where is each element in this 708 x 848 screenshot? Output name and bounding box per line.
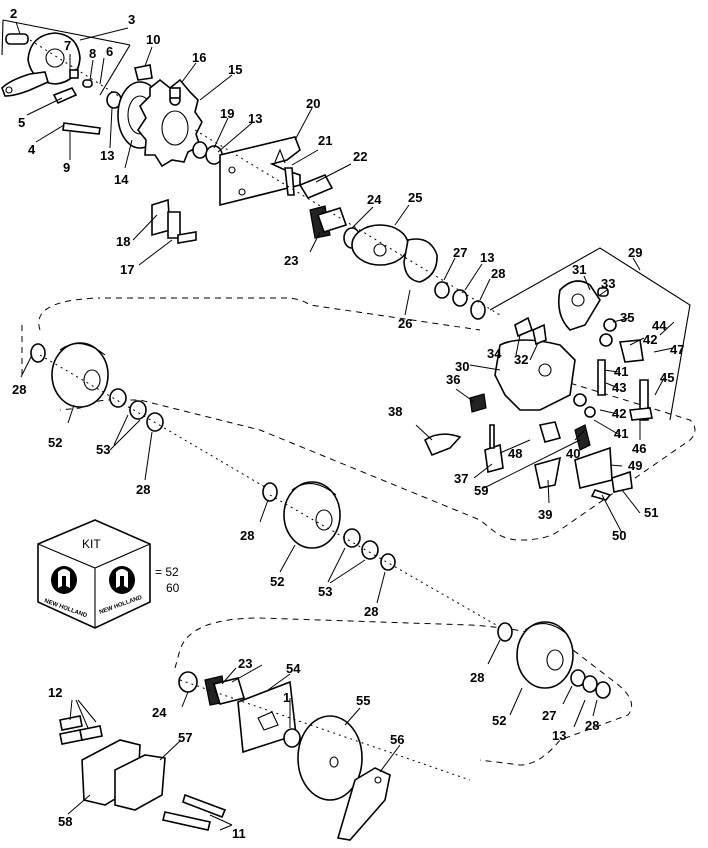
- callout-13-b: 13: [248, 111, 262, 126]
- callout-58: 58: [58, 814, 72, 829]
- callout-28-b: 28: [12, 382, 26, 397]
- callout-50: 50: [612, 528, 626, 543]
- callout-29: 29: [628, 245, 642, 260]
- callout-8: 8: [89, 46, 96, 61]
- part-group-plate-20: [151, 136, 334, 244]
- part-group-right-mechanism: [423, 247, 691, 501]
- callout-28-a: 28: [491, 266, 505, 281]
- drum-52-b: [262, 481, 506, 631]
- callout-30: 30: [455, 359, 469, 374]
- part-group-top-left: [1, 19, 131, 135]
- callout-28-f: 28: [470, 670, 484, 685]
- callout-41-a: 41: [614, 364, 628, 379]
- callout-32: 32: [514, 352, 528, 367]
- callout-12: 12: [48, 685, 62, 700]
- callout-15: 15: [228, 62, 242, 77]
- leader-lines: [15, 21, 675, 831]
- callout-numbers: 2 3 7 8 6 10 16 15 5 4 9 13 14 19 13 20 …: [10, 6, 684, 841]
- callout-51: 51: [644, 505, 658, 520]
- callout-59: 59: [474, 483, 488, 498]
- callout-56: 56: [390, 732, 404, 747]
- callout-28-e: 28: [364, 604, 378, 619]
- callout-24-b: 24: [152, 705, 167, 720]
- callout-41-b: 41: [614, 426, 628, 441]
- callout-40: 40: [566, 446, 580, 461]
- callout-23-a: 23: [284, 253, 298, 268]
- callout-49: 49: [628, 458, 642, 473]
- assembly-outline-middle: [21, 297, 696, 541]
- callout-23-b: 23: [238, 656, 252, 671]
- part-15-sprocket: [137, 78, 203, 168]
- callout-9: 9: [63, 160, 70, 175]
- callout-33: 33: [601, 276, 615, 291]
- callout-10: 10: [146, 32, 160, 47]
- callout-38: 38: [388, 404, 402, 419]
- callout-54: 54: [286, 661, 301, 676]
- part-56-arm: [336, 767, 391, 841]
- part-group-bottom: [59, 671, 471, 841]
- callout-53-b: 53: [318, 584, 332, 599]
- callout-16: 16: [192, 50, 206, 65]
- callout-42-b: 42: [612, 406, 626, 421]
- part-group-sprocket: [117, 64, 223, 168]
- callout-37: 37: [454, 471, 468, 486]
- callout-43: 43: [612, 380, 626, 395]
- callout-27-b: 27: [542, 708, 556, 723]
- callout-3: 3: [128, 12, 135, 27]
- callout-42-a: 42: [643, 332, 657, 347]
- callout-47: 47: [670, 342, 684, 357]
- callout-7: 7: [64, 38, 71, 53]
- callout-52-b: 52: [270, 574, 284, 589]
- callout-36: 36: [446, 372, 460, 387]
- callout-28-g: 28: [585, 718, 599, 733]
- callout-20: 20: [306, 96, 320, 111]
- callout-25: 25: [408, 190, 422, 205]
- callout-48: 48: [508, 446, 522, 461]
- callout-21: 21: [318, 133, 332, 148]
- callout-55: 55: [356, 693, 370, 708]
- callout-46: 46: [632, 441, 646, 456]
- callout-14: 14: [114, 172, 129, 187]
- part-group-disc-upper: [194, 129, 501, 320]
- callout-13-a: 13: [100, 148, 114, 163]
- callout-17: 17: [120, 262, 134, 277]
- kit-equals-line-1: = 52: [155, 565, 179, 579]
- callout-11: 11: [232, 826, 246, 841]
- callout-44: 44: [652, 318, 667, 333]
- callout-18: 18: [116, 234, 130, 249]
- drum-52-c: [497, 621, 611, 699]
- callout-13-d: 13: [552, 728, 566, 743]
- callout-57: 57: [178, 730, 192, 745]
- callout-2: 2: [10, 6, 17, 21]
- kit-box: KIT NEW HOLLAND NEW HOLLAND = 52 60: [37, 519, 180, 629]
- callout-27-a: 27: [453, 245, 467, 260]
- callout-52-a: 52: [48, 435, 62, 450]
- callout-1: 1: [283, 690, 290, 705]
- callout-28-d: 28: [240, 528, 254, 543]
- callout-28-c: 28: [136, 482, 150, 497]
- callout-26: 26: [398, 316, 412, 331]
- kit-equals-line-2: 60: [166, 581, 180, 595]
- callout-45: 45: [660, 370, 674, 385]
- part-25-disc: [351, 224, 409, 266]
- callout-34: 34: [487, 346, 502, 361]
- kit-label: KIT: [82, 537, 101, 551]
- callout-6: 6: [106, 44, 113, 59]
- part-20-plate: [219, 136, 301, 207]
- callout-4: 4: [28, 142, 36, 157]
- callout-19: 19: [220, 106, 234, 121]
- part-57-bracket: [114, 754, 166, 811]
- callout-13-c: 13: [480, 250, 494, 265]
- callout-24-a: 24: [367, 192, 382, 207]
- callout-53-a: 53: [96, 442, 110, 457]
- callout-22: 22: [353, 149, 367, 164]
- callout-5: 5: [18, 115, 25, 130]
- callout-35: 35: [620, 310, 634, 325]
- drum-52-a: [30, 342, 271, 491]
- part-26-cam: [403, 238, 438, 283]
- callout-52-c: 52: [492, 713, 506, 728]
- callout-39: 39: [538, 507, 552, 522]
- callout-31: 31: [572, 262, 586, 277]
